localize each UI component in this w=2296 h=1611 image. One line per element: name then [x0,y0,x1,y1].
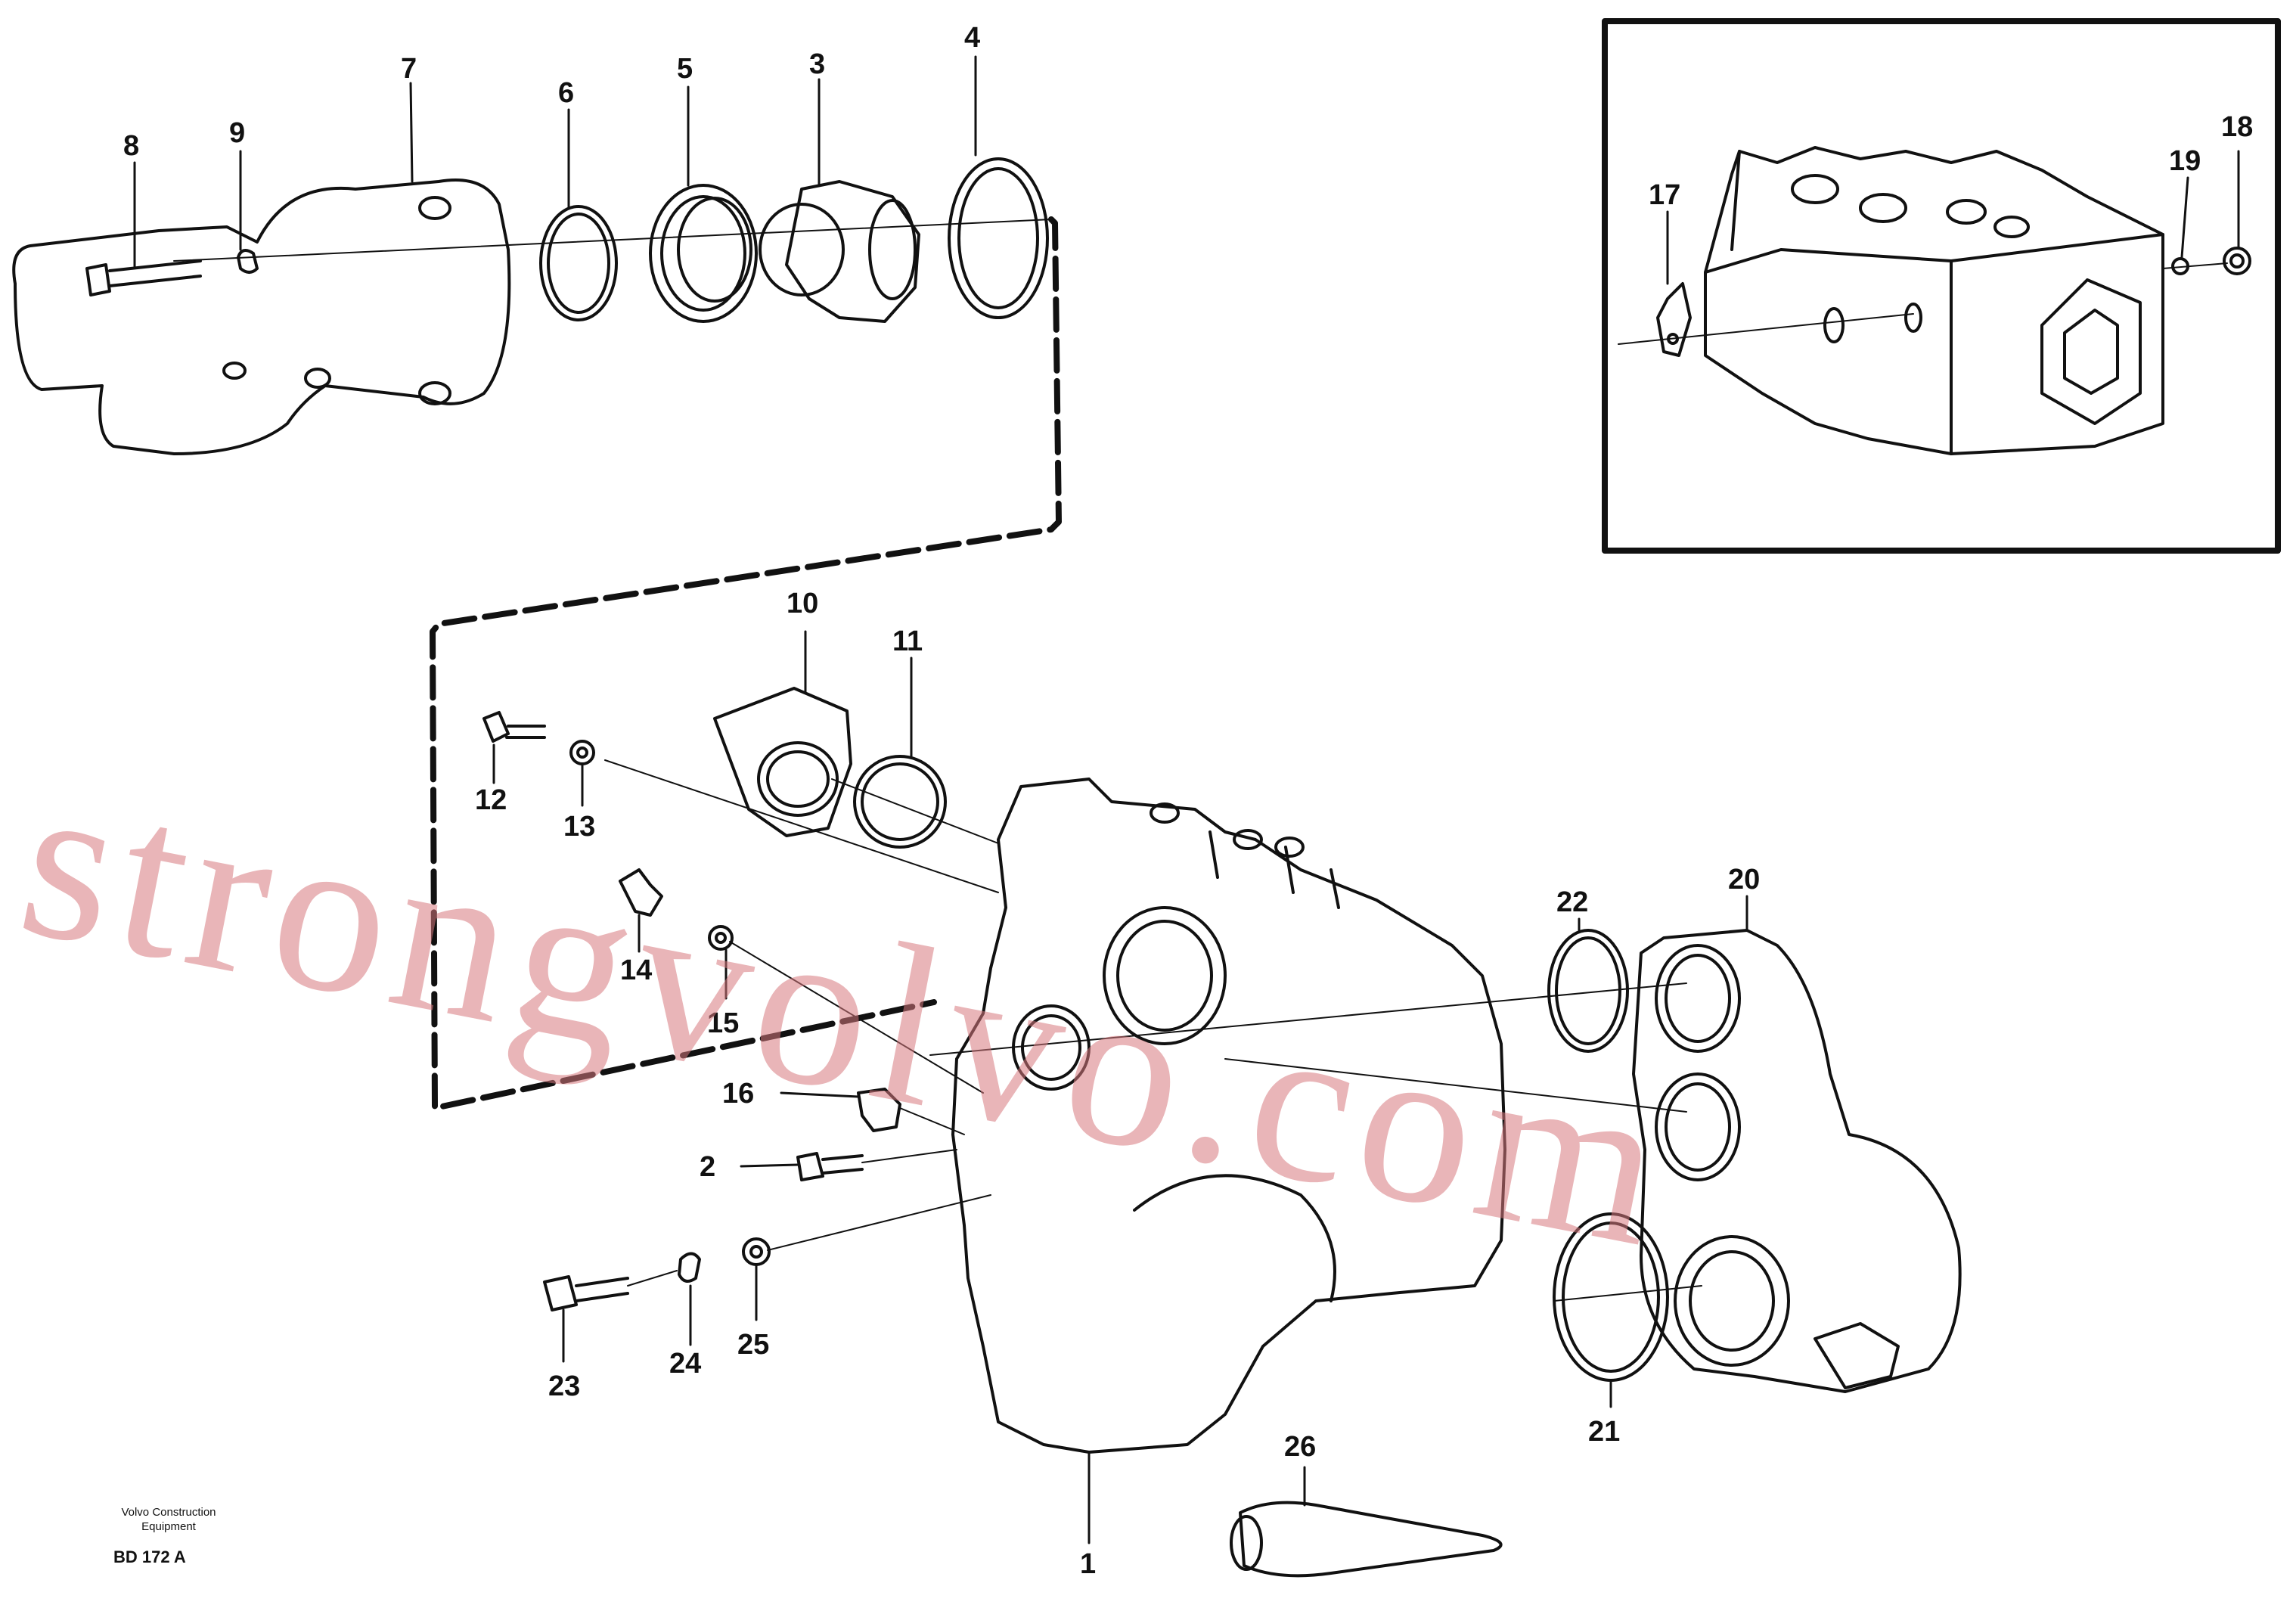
drawing-code: BD 172 A [113,1547,186,1566]
leader-lines [133,55,2240,1544]
company-name: Volvo Construction Equipment [97,1505,240,1534]
label-12: 12 [475,784,507,816]
label-14: 14 [620,954,652,986]
part-26-tube [1230,1501,1503,1578]
part-17-plate [1656,282,1692,357]
dashed-connector [430,216,1062,1111]
part-23-bolt [543,1275,629,1311]
label-1: 1 [1080,1548,1096,1580]
label-19: 19 [2169,145,2201,177]
label-4: 4 [964,22,980,54]
label-2: 2 [700,1151,715,1183]
part-21-o-ring [1553,1212,1669,1382]
label-24: 24 [669,1348,701,1380]
part-10-flange [713,687,852,837]
label-10: 10 [787,588,818,619]
company-line-2: Equipment [141,1520,196,1533]
part-13-washer [569,740,595,765]
cylinder-head-drawing [1704,146,2164,455]
label-15: 15 [707,1007,739,1039]
company-line-1: Volvo Construction [121,1506,216,1519]
label-8: 8 [123,130,139,162]
label-7: 7 [401,53,417,85]
part-24-lock-washer [678,1252,701,1283]
label-22: 22 [1556,886,1588,918]
label-16: 16 [722,1078,754,1110]
label-13: 13 [563,811,595,843]
inset-frame [1602,18,2281,554]
part-6-o-ring [539,205,618,321]
part-4-o-ring [948,157,1049,319]
assembly-lines [604,759,1702,1302]
part-22-o-ring [1547,929,1629,1053]
part-2-bolt [796,1152,864,1181]
label-17: 17 [1649,179,1680,211]
part-1-timing-cover [951,778,1506,1454]
label-21: 21 [1588,1416,1620,1448]
label-26: 26 [1284,1431,1316,1463]
part-12-bolt [482,711,546,743]
part-18-nut [2223,247,2251,275]
label-20: 20 [1728,864,1760,896]
part-25-washer [742,1237,771,1266]
label-6: 6 [558,77,574,109]
label-23: 23 [548,1370,580,1402]
part-9-washer [237,249,259,274]
label-25: 25 [737,1329,769,1361]
part-3-thermostat [759,180,920,323]
part-20-outlet-housing [1632,929,1962,1393]
part-11-o-ring [853,755,947,849]
label-18: 18 [2221,111,2253,143]
part-7-housing [12,178,511,455]
label-11: 11 [892,625,923,657]
part-16-elbow [857,1088,901,1132]
label-9: 9 [229,117,245,149]
label-5: 5 [677,53,693,85]
label-3: 3 [809,48,825,80]
part-5-seal-ring [649,184,758,323]
part-14-sensor [619,868,663,917]
part-15-washer [708,925,734,951]
part-8-bolt [85,259,202,296]
